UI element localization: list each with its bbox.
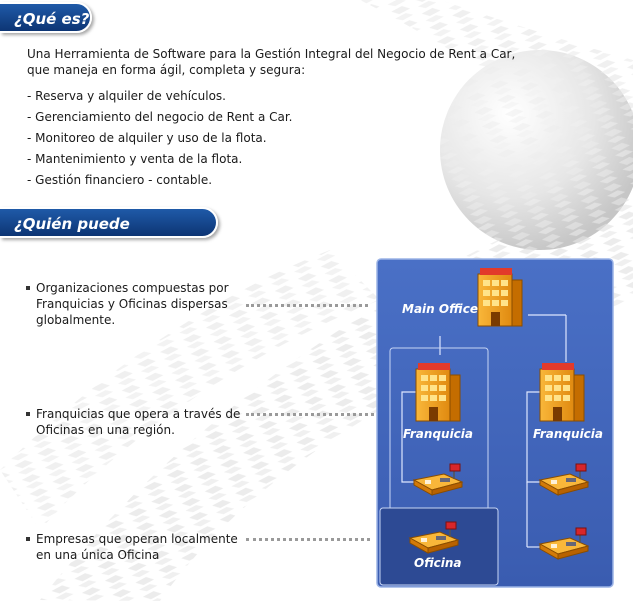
label-franquicia-right: Franquicia <box>533 427 603 441</box>
bullet-icon <box>26 537 30 541</box>
org-item-global: Organizaciones compuestas por Franquicia… <box>26 280 256 328</box>
org-line: Franquicias que opera a través de <box>36 407 241 421</box>
feature-item: - Gestión financiero - contable. <box>27 173 213 187</box>
org-line: en una única Oficina <box>36 548 160 562</box>
org-item-regional: Franquicias que opera a través de Oficin… <box>26 406 256 438</box>
feature-list: - Reserva y alquiler de vehículos. - Ger… <box>27 88 293 193</box>
label-main-office: Main Office <box>402 302 478 316</box>
dotted-connector <box>246 304 368 307</box>
feature-item: - Monitoreo de alquiler y uso de la flot… <box>27 131 267 145</box>
feature-item: - Reserva y alquiler de vehículos. <box>27 89 226 103</box>
org-line: Oficinas en una región. <box>36 423 175 437</box>
intro-text: Una Herramienta de Software para la Gest… <box>27 46 547 78</box>
org-item-local: Empresas que operan localmente en una ún… <box>26 531 256 563</box>
bullet-icon <box>26 412 30 416</box>
intro-line-1: Una Herramienta de Software para la Gest… <box>27 47 516 61</box>
dotted-connector <box>246 538 370 541</box>
bullet-icon <box>26 286 30 290</box>
intro-line-2: que maneja en forma ágil, completa y seg… <box>27 63 306 77</box>
org-line: Organizaciones compuestas por <box>36 281 229 295</box>
org-line: Empresas que operan localmente <box>36 532 238 546</box>
feature-item: - Gerenciamiento del negocio de Rent a C… <box>27 110 293 124</box>
section-title-que-es: ¿Qué es? <box>0 2 92 33</box>
org-line: Franquicias y Oficinas dispersas <box>36 297 228 311</box>
feature-item: - Mantenimiento y venta de la flota. <box>27 152 243 166</box>
org-line: globalmente. <box>36 313 116 327</box>
label-oficina: Oficina <box>414 556 462 570</box>
label-franquicia-left: Franquicia <box>403 427 473 441</box>
dotted-connector <box>246 413 374 416</box>
section-title-quien-puede: ¿Quién puede utilizarlo? <box>0 207 218 264</box>
